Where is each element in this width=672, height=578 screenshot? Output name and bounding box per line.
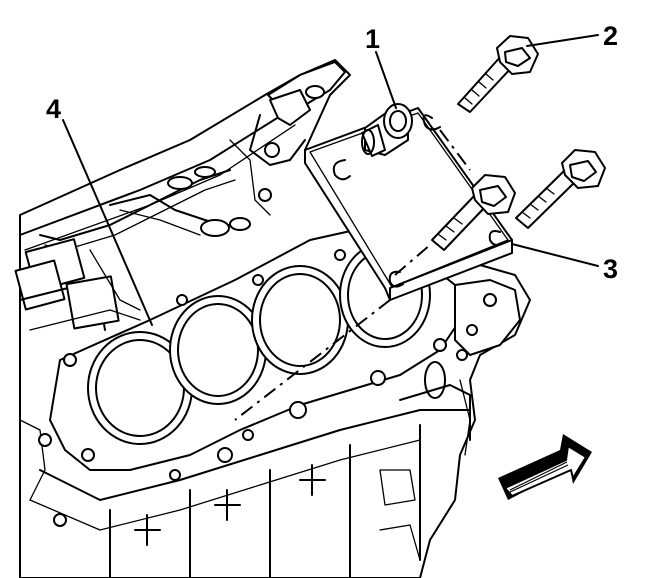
- oil-gallery-plug: [361, 103, 413, 157]
- leader-2: [526, 34, 599, 47]
- callout-2: 2: [603, 21, 618, 51]
- direction-arrow-icon: [498, 434, 592, 500]
- plate-hole-top-left: [332, 159, 351, 181]
- cylinder-bore-3: [251, 265, 349, 375]
- bolt-lower-right: [515, 149, 606, 229]
- callout-1: 1: [365, 24, 380, 54]
- valley-boss: [229, 61, 346, 216]
- alignment-lines: [234, 129, 471, 421]
- cover-plate: [304, 107, 513, 301]
- plate-hole-bottom-left: [388, 270, 404, 288]
- plate-hole-top-right: [422, 114, 441, 131]
- engine-block: [14, 59, 531, 578]
- plate-hole-bottom-right: [488, 230, 504, 246]
- block-skirt: [19, 409, 471, 578]
- callout-4: 4: [46, 94, 61, 124]
- bolt-upper: [457, 35, 539, 113]
- leader-lines: [62, 34, 599, 326]
- cylinder-deck: [49, 229, 468, 481]
- leader-4: [62, 119, 153, 326]
- sensor-harness: [14, 166, 251, 331]
- callout-3: 3: [603, 254, 618, 284]
- leader-3: [511, 243, 599, 267]
- block-rear-face: [399, 279, 521, 456]
- leader-1: [375, 51, 397, 109]
- bolt-lower-left: [431, 174, 516, 251]
